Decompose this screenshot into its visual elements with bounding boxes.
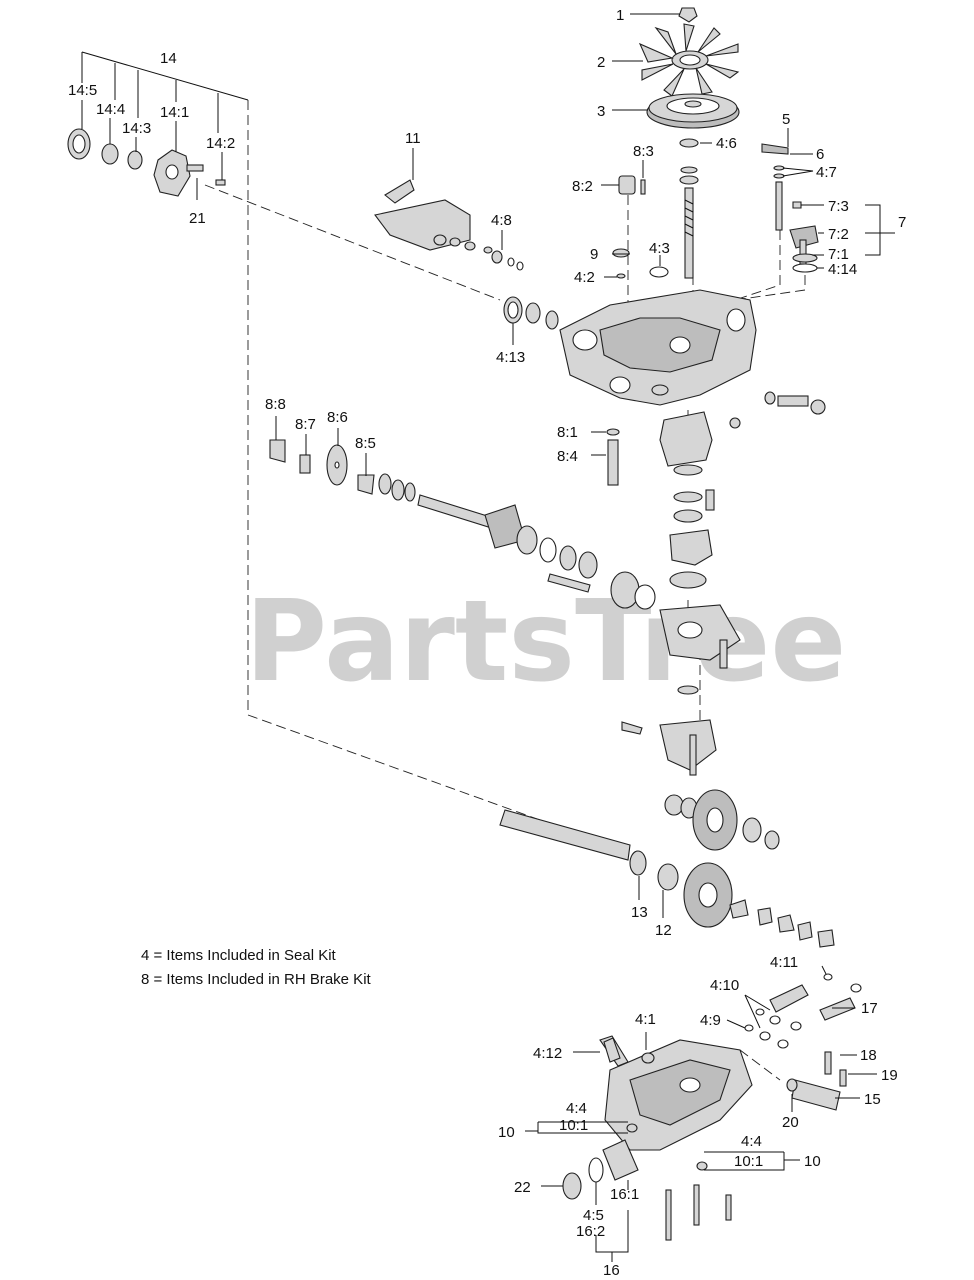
callout-8-2: 8:2	[572, 178, 593, 195]
callout-8-6: 8:6	[327, 409, 348, 426]
callout-4-10: 4:10	[710, 977, 739, 994]
callout-7-3: 7:3	[828, 198, 849, 215]
callout-16-1: 16:1	[610, 1186, 639, 1203]
callout-14-2: 14:2	[206, 135, 235, 152]
brake-kit-parts	[269, 428, 620, 495]
leader-lines	[81, 13, 895, 1262]
callout-4-9: 4:9	[700, 1012, 721, 1029]
fan-pulley-stack	[638, 7, 819, 279]
callout-13: 13	[631, 904, 648, 921]
watermark-text: PartsTree	[245, 577, 846, 707]
callout-3: 3	[597, 103, 605, 120]
callout-8-8: 8:8	[265, 396, 286, 413]
callout-18: 18	[860, 1047, 877, 1064]
housing-seals	[491, 250, 559, 330]
callout-10-1-right: 10:1	[734, 1153, 763, 1170]
callout-15: 15	[864, 1091, 881, 1108]
callout-14-3: 14:3	[122, 120, 151, 137]
output-shaft-and-gears	[499, 789, 835, 948]
callout-8-3: 8:3	[633, 143, 654, 160]
callout-4-5: 4:5	[583, 1207, 604, 1224]
callout-7-1: 7:1	[828, 246, 849, 263]
callout-4-13: 4:13	[496, 349, 525, 366]
upper-small-parts	[612, 175, 669, 279]
callout-6: 6	[816, 146, 824, 163]
filter-parts	[562, 1037, 639, 1200]
callout-4-3: 4:3	[649, 240, 670, 257]
callout-4-6: 4:6	[716, 135, 737, 152]
callout-4-7: 4:7	[816, 164, 837, 181]
callout-4-8: 4:8	[491, 212, 512, 229]
pulley-part-3	[646, 93, 740, 129]
callout-7-2: 7:2	[828, 226, 849, 243]
callout-14: 14	[160, 50, 177, 67]
callout-4-1: 4:1	[635, 1011, 656, 1028]
callout-8-7: 8:7	[295, 416, 316, 433]
callout-22: 22	[514, 1179, 531, 1196]
callout-14-5: 14:5	[68, 82, 97, 99]
callout-5: 5	[782, 111, 790, 128]
callout-20: 20	[782, 1114, 799, 1131]
callout-14-4: 14:4	[96, 101, 125, 118]
pump-shaft-row	[378, 473, 656, 610]
callout-10-left: 10	[498, 1124, 515, 1141]
callout-19: 19	[881, 1067, 898, 1084]
callout-11: 11	[405, 130, 421, 147]
callout-4-2: 4:2	[574, 269, 595, 286]
upper-housing	[559, 289, 757, 406]
callout-21: 21	[189, 210, 206, 227]
lower-housing	[599, 1035, 753, 1241]
charge-pump-parts	[744, 973, 862, 1111]
center-section-assembly	[621, 411, 741, 776]
callout-12: 12	[655, 922, 672, 939]
lever-part-5	[761, 143, 789, 155]
callout-1: 1	[616, 7, 624, 24]
callout-4-11: 4:11	[770, 954, 798, 971]
callout-8-4: 8:4	[557, 448, 578, 465]
callout-16: 16	[603, 1262, 620, 1279]
hub-group-14	[67, 128, 226, 197]
callout-7: 7	[898, 214, 906, 231]
callout-10-1-left: 10:1	[559, 1117, 588, 1134]
callout-4-4-right: 4:4	[741, 1133, 762, 1150]
callout-14-1: 14:1	[160, 104, 189, 121]
legend-seal-kit: 4 = Items Included in Seal Kit	[141, 947, 337, 964]
nut-part-1	[678, 7, 698, 23]
callout-2: 2	[597, 54, 605, 71]
callout-8-1: 8:1	[557, 424, 578, 441]
callout-16-2: 16:2	[576, 1223, 605, 1240]
legend-brake-kit: 8 = Items Included in RH Brake Kit	[141, 971, 372, 988]
housing-side-bolts	[729, 391, 826, 429]
fan-part-2	[638, 23, 740, 97]
callout-9: 9	[590, 246, 598, 263]
callout-17: 17	[861, 1000, 878, 1017]
callout-4-14: 4:14	[828, 261, 857, 278]
callout-labels: 1 2 3 4:6 5 6 4:7 7:3 7 7:2 7:1 4:14 8:3…	[68, 7, 906, 1279]
callout-4-4-left: 4:4	[566, 1100, 587, 1117]
linkage-part-11	[374, 179, 493, 254]
input-shaft-stack	[679, 138, 699, 279]
callout-8-5: 8:5	[355, 435, 376, 452]
callout-10-right: 10	[804, 1153, 821, 1170]
callout-4-12: 4:12	[533, 1045, 562, 1062]
